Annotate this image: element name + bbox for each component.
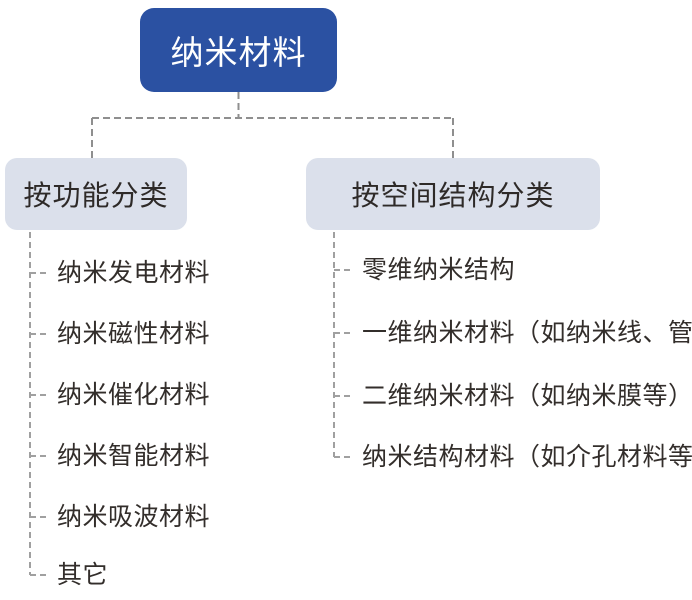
leaf-item-one-dimensional[interactable]: 一维纳米材料（如纳米线、管等） xyxy=(362,319,692,347)
leaf-item-zero-dimensional[interactable]: 零维纳米结构 xyxy=(362,256,516,284)
leaf-item-nanostructured[interactable]: 纳米结构材料（如介孔材料等） xyxy=(362,443,692,471)
leaf-item-smart[interactable]: 纳米智能材料 xyxy=(57,442,211,470)
connector-root xyxy=(91,92,454,158)
connector-right-children xyxy=(333,232,352,458)
branch-structural[interactable]: 按空间结构分类 xyxy=(306,158,600,230)
connector-left-children xyxy=(29,232,48,576)
leaf-item-power-generation[interactable]: 纳米发电材料 xyxy=(57,259,211,287)
root-node[interactable]: 纳米材料 xyxy=(140,8,337,92)
branch-functional-label: 按功能分类 xyxy=(23,180,169,211)
branch-structural-label: 按空间结构分类 xyxy=(351,180,555,211)
root-label: 纳米材料 xyxy=(170,34,307,71)
leaf-item-other[interactable]: 其它 xyxy=(57,561,109,589)
leaf-item-magnetic[interactable]: 纳米磁性材料 xyxy=(57,320,211,348)
branch-functional[interactable]: 按功能分类 xyxy=(5,158,187,230)
leaf-item-two-dimensional[interactable]: 二维纳米材料（如纳米膜等） xyxy=(362,382,692,410)
leaf-item-catalytic[interactable]: 纳米催化材料 xyxy=(57,381,211,409)
leaf-item-wave-absorbing[interactable]: 纳米吸波材料 xyxy=(57,503,211,531)
